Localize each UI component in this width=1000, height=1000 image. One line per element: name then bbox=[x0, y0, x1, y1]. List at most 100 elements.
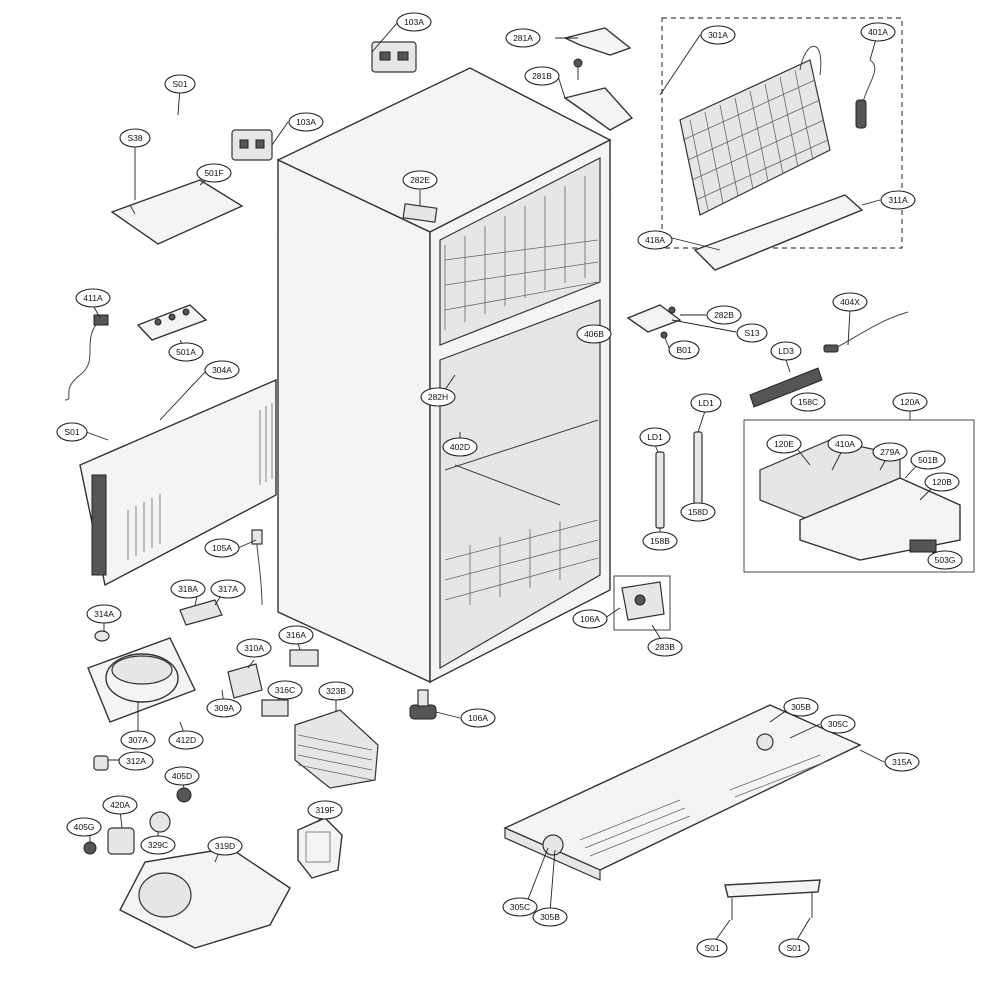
callout-label: 103A bbox=[296, 117, 316, 127]
callout-406b: 406B bbox=[576, 324, 612, 344]
base-plate-315a bbox=[503, 704, 862, 881]
callout-315a: 315A bbox=[884, 752, 920, 772]
callout-ld1-right: LD1 bbox=[690, 393, 722, 413]
callout-s01-left: S01 bbox=[56, 422, 88, 442]
callout-label: 106A bbox=[580, 614, 600, 624]
callout-label: 282E bbox=[410, 175, 430, 185]
callout-323b: 323B bbox=[318, 681, 354, 701]
callout-316c: 316C bbox=[267, 680, 303, 700]
callout-label: S01 bbox=[704, 943, 719, 953]
part-316c bbox=[261, 699, 289, 717]
callout-105a: 105A bbox=[204, 538, 240, 558]
callout-label: 312A bbox=[126, 756, 146, 766]
callout-410a: 410A bbox=[827, 434, 863, 454]
callout-305c-bottom: 305C bbox=[502, 897, 538, 917]
callout-label: 319F bbox=[315, 805, 334, 815]
grommet-405g bbox=[83, 841, 97, 855]
pcb-501a bbox=[136, 304, 208, 341]
callout-305c-top: 305C bbox=[820, 714, 856, 734]
callout-405d: 405D bbox=[164, 766, 200, 786]
callout-279a: 279A bbox=[872, 442, 908, 462]
callout-501f: 501F bbox=[196, 163, 232, 183]
callout-label: 315A bbox=[892, 757, 912, 767]
callout-305b-top: 305B bbox=[783, 697, 819, 717]
callout-label: 106A bbox=[468, 713, 488, 723]
callout-label: 309A bbox=[214, 703, 234, 713]
fan-motor-405d bbox=[176, 787, 192, 803]
callout-106a-switch: 106A bbox=[572, 609, 608, 629]
callout-309a: 309A bbox=[206, 698, 242, 718]
callout-label: 281A bbox=[513, 33, 533, 43]
callout-label: 412D bbox=[176, 735, 196, 745]
callout-label: 158C bbox=[798, 397, 818, 407]
callout-label: 501B bbox=[918, 455, 938, 465]
callout-311a: 311A bbox=[880, 190, 916, 210]
callout-420a: 420A bbox=[102, 795, 138, 815]
callout-301a: 301A bbox=[700, 25, 736, 45]
callout-label: 329C bbox=[148, 840, 168, 850]
harness-411a bbox=[64, 314, 109, 401]
callout-label: 404X bbox=[840, 297, 860, 307]
fan-shroud-319f bbox=[297, 817, 343, 879]
callout-318a: 318A bbox=[170, 579, 206, 599]
callout-label: 316C bbox=[275, 685, 295, 695]
callout-411a: 411A bbox=[75, 288, 111, 308]
relay-310a bbox=[227, 663, 263, 699]
callout-label: 120B bbox=[932, 477, 952, 487]
callout-label: 283B bbox=[655, 642, 675, 652]
callout-103a-lower: 103A bbox=[288, 112, 324, 132]
callout-304a: 304A bbox=[204, 360, 240, 380]
callout-label: S01 bbox=[786, 943, 801, 953]
callout-label: 317A bbox=[218, 584, 238, 594]
callout-501a: 501A bbox=[168, 342, 204, 362]
callout-503g: 503G bbox=[927, 550, 963, 570]
callout-label: S01 bbox=[64, 427, 79, 437]
callout-label: 307A bbox=[128, 735, 148, 745]
callout-label: 120A bbox=[900, 397, 920, 407]
callout-label: 310A bbox=[244, 643, 264, 653]
callout-label: 305C bbox=[828, 719, 848, 729]
control-box-120a bbox=[743, 419, 975, 573]
callout-401a: 401A bbox=[860, 22, 896, 42]
callout-label: 158B bbox=[650, 536, 670, 546]
callout-314a: 314A bbox=[86, 604, 122, 624]
callout-s13: S13 bbox=[736, 323, 768, 343]
callout-281b: 281B bbox=[524, 66, 560, 86]
callout-label: 418A bbox=[645, 235, 665, 245]
callout-s01-bottom-right: S01 bbox=[778, 938, 810, 958]
callout-418a: 418A bbox=[637, 230, 673, 250]
callout-120b: 120B bbox=[924, 472, 960, 492]
callout-label: 410A bbox=[835, 439, 855, 449]
callout-283b: 283B bbox=[647, 637, 683, 657]
callout-307a: 307A bbox=[120, 730, 156, 750]
callout-312a: 312A bbox=[118, 751, 154, 771]
callout-label: 501F bbox=[204, 168, 223, 178]
callout-label: 405G bbox=[74, 822, 95, 832]
callout-120e: 120E bbox=[766, 434, 802, 454]
callout-b01: B01 bbox=[668, 340, 700, 360]
middle-hinge bbox=[626, 304, 682, 339]
door-switch-283b bbox=[613, 575, 671, 631]
part-316a bbox=[289, 649, 319, 667]
callout-ld3: LD3 bbox=[770, 341, 802, 361]
callout-s01-bottom-left: S01 bbox=[696, 938, 728, 958]
callout-402d: 402D bbox=[442, 437, 478, 457]
callout-282b: 282B bbox=[706, 305, 742, 325]
condenser-323b bbox=[294, 709, 379, 789]
callout-label: 402D bbox=[450, 442, 470, 452]
callout-label: 316A bbox=[286, 630, 306, 640]
callout-305b-bottom: 305B bbox=[532, 907, 568, 927]
callout-label: 282B bbox=[714, 310, 734, 320]
callout-label: 405D bbox=[172, 771, 192, 781]
callout-106a-foot: 106A bbox=[460, 708, 496, 728]
callout-412d: 412D bbox=[168, 730, 204, 750]
callout-label: 120E bbox=[774, 439, 794, 449]
callout-label: 305B bbox=[540, 912, 560, 922]
callout-120a: 120A bbox=[892, 392, 928, 412]
callout-s01: S01 bbox=[164, 74, 196, 94]
callout-label: 304A bbox=[212, 365, 232, 375]
callout-label: B01 bbox=[676, 345, 691, 355]
callout-label: 401A bbox=[868, 27, 888, 37]
callout-label: LD3 bbox=[778, 346, 794, 356]
